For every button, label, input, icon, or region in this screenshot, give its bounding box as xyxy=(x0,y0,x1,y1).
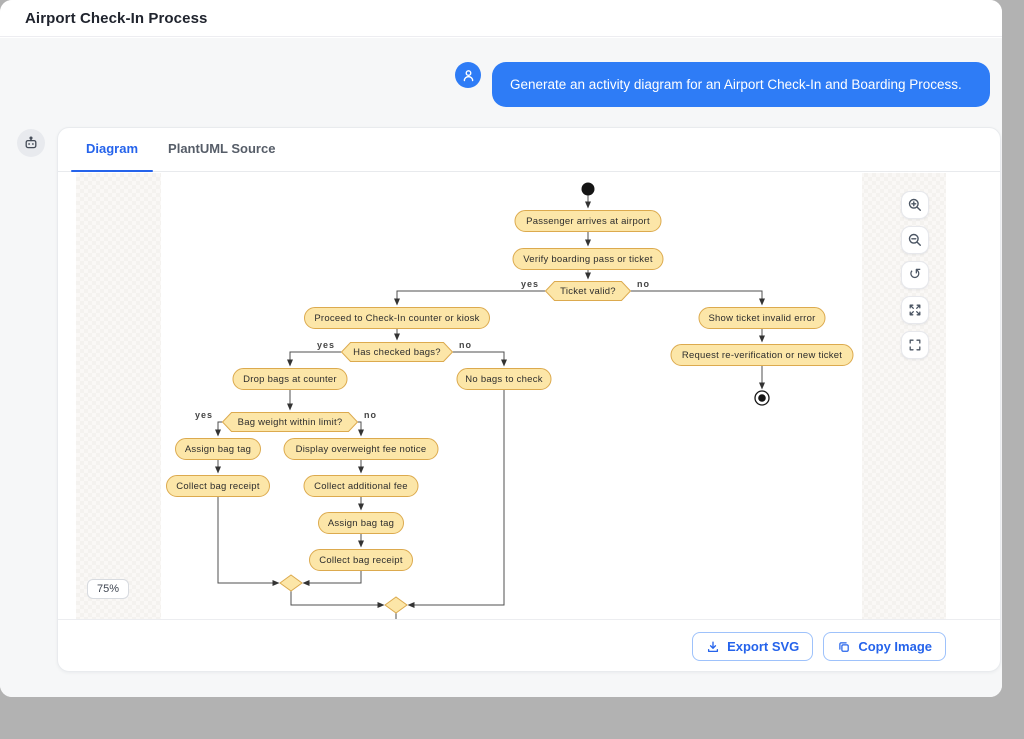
node-label: Verify boarding pass or ticket xyxy=(523,254,653,265)
diagram-node-n8 xyxy=(166,475,270,497)
user-message-text: Generate an activity diagram for an Airp… xyxy=(510,77,962,92)
diagram-node-start xyxy=(581,182,595,196)
diagram-node-n11 xyxy=(309,549,413,571)
tab-diagram[interactable]: Diagram xyxy=(71,128,154,172)
copy-icon xyxy=(839,641,850,652)
person-icon xyxy=(463,69,473,81)
robot-icon xyxy=(25,136,37,149)
diagram-canvas xyxy=(161,173,862,619)
zoom-in-icon xyxy=(908,198,921,211)
fit-to-screen-button[interactable] xyxy=(901,331,929,359)
zoom-in-button[interactable] xyxy=(901,191,929,219)
diagram-node-n6 xyxy=(175,438,261,460)
diagram-edge xyxy=(394,290,546,306)
edge-label: yes xyxy=(195,410,213,420)
download-icon xyxy=(708,641,719,652)
diagram-edge xyxy=(215,421,223,437)
tab-plantuml-source[interactable]: PlantUML Source xyxy=(168,141,276,156)
diagram-node-n9 xyxy=(303,475,419,497)
node-label: Bag weight within limit? xyxy=(238,417,343,428)
diagram-node-n4 xyxy=(232,368,348,390)
node-label: Assign bag tag xyxy=(185,444,251,455)
expand-button[interactable] xyxy=(901,296,929,324)
copy-image-button[interactable]: Copy Image xyxy=(823,632,946,661)
zoom-out-icon xyxy=(908,233,921,246)
card-footer: Export SVG Copy Image xyxy=(58,619,1000,673)
export-svg-button[interactable]: Export SVG xyxy=(692,632,814,661)
node-label: Show ticket invalid error xyxy=(708,313,815,324)
diagram-edge xyxy=(407,389,505,608)
diagram-edge xyxy=(290,591,385,608)
user-message-bubble: Generate an activity diagram for an Airp… xyxy=(492,62,990,107)
diagram-node-n7 xyxy=(283,438,439,460)
diagram-edge xyxy=(217,496,280,586)
diagram-node-m1 xyxy=(279,574,303,592)
reset-icon: ↺ xyxy=(908,265,922,283)
diagram-node-d3 xyxy=(221,412,359,432)
edge-label: no xyxy=(637,279,650,289)
edge-label: no xyxy=(364,410,377,420)
diagram-edge xyxy=(630,290,765,306)
diagram-node-n5 xyxy=(456,368,552,390)
diagram-edge xyxy=(287,351,342,367)
node-label: Ticket valid? xyxy=(560,286,616,297)
node-label: Collect bag receipt xyxy=(319,555,403,566)
edge-label: no xyxy=(459,340,472,350)
edge-label: yes xyxy=(521,279,539,289)
node-label: Assign bag tag xyxy=(328,518,394,529)
diagram-node-m2 xyxy=(384,596,408,614)
diagram-node-n2 xyxy=(512,248,664,270)
diagram-node-n1 xyxy=(514,210,662,232)
expand-arrows-icon xyxy=(909,304,921,316)
app-header: Airport Check-In Process xyxy=(0,0,1002,37)
node-label: Display overweight fee notice xyxy=(296,444,427,455)
diagram-edge xyxy=(452,351,507,367)
node-label: Proceed to Check-In counter or kiosk xyxy=(314,313,479,324)
diagram-node-n12 xyxy=(698,307,826,329)
reset-view-button[interactable]: ↺ xyxy=(901,261,929,289)
diagram-node-end-dot xyxy=(758,394,766,402)
node-label: Collect bag receipt xyxy=(176,481,260,492)
node-label: Collect additional fee xyxy=(314,481,408,492)
diagram-viewport[interactable]: yes no yes no yes no Passenger arrives at airp… xyxy=(76,173,946,619)
diagram-node-n10 xyxy=(318,512,404,534)
main-area: Generate an activity diagram for an Airp… xyxy=(0,38,1002,697)
diagram-node-n3 xyxy=(304,307,490,329)
user-avatar xyxy=(455,62,481,88)
assistant-avatar xyxy=(17,129,45,157)
node-label: No bags to check xyxy=(465,374,542,385)
zoom-out-button[interactable] xyxy=(901,226,929,254)
export-svg-label: Export SVG xyxy=(727,639,800,654)
edge-label: yes xyxy=(317,340,335,350)
diagram-node-d1 xyxy=(544,281,632,301)
activity-diagram[interactable]: yes no yes no yes no Passenger arrives at airp… xyxy=(76,173,946,619)
tab-bar: Diagram PlantUML Source xyxy=(58,128,1000,172)
node-label: Passenger arrives at airport xyxy=(526,216,650,227)
diagram-node-n13 xyxy=(670,344,854,366)
node-label: Drop bags at counter xyxy=(243,374,337,385)
copy-image-label: Copy Image xyxy=(858,639,932,654)
fit-corners-icon xyxy=(909,339,921,351)
node-label: Has checked bags? xyxy=(353,347,441,358)
diagram-node-d2 xyxy=(340,342,454,362)
app-window: Airport Check-In Process Generate an act… xyxy=(0,0,1002,697)
diagram-edge xyxy=(357,421,364,437)
zoom-toolbar: ↺ xyxy=(901,191,929,359)
node-label: Request re-verification or new ticket xyxy=(682,350,842,361)
page-title: Airport Check-In Process xyxy=(25,9,208,27)
diagram-edge xyxy=(302,570,362,586)
zoom-level-badge: 75% xyxy=(87,579,130,599)
